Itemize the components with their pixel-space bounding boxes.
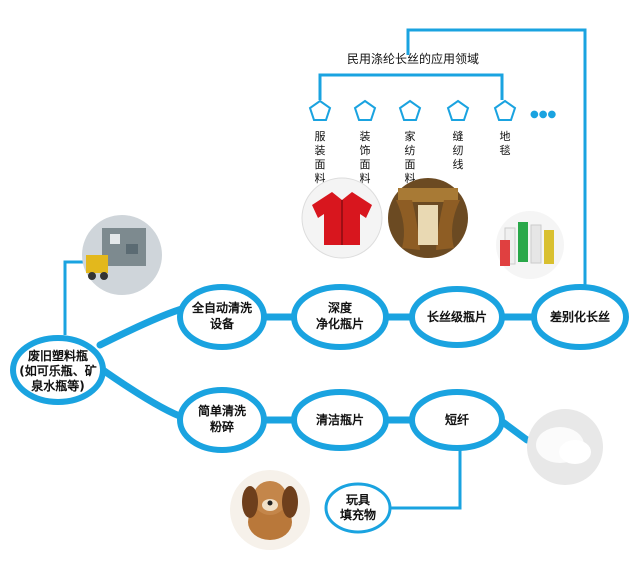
lower-node-4 — [324, 482, 392, 534]
thin-connectors — [63, 28, 587, 510]
lower-node-2 — [291, 389, 389, 451]
source-node — [10, 335, 106, 405]
lower-step4-line: 玩具 — [346, 493, 370, 507]
application-char: 纺 — [405, 143, 416, 157]
upper-step2-line: 净化瓶片 — [316, 316, 364, 331]
pentagon-icon — [398, 99, 422, 121]
application-char: 装 — [360, 130, 371, 143]
application-decor: 装 饰 面 料 — [360, 130, 371, 185]
connector-source-upper — [96, 304, 189, 349]
source-label-line: (如可乐瓶、矿 — [19, 363, 97, 378]
node-labels: 废旧塑料瓶 (如可乐瓶、矿 泉水瓶等) 全自动清洗 设备 深度 净化瓶片 长丝级… — [19, 300, 610, 522]
application-home-textile: 家 纺 面 料 — [405, 129, 416, 185]
upper-node-3 — [409, 286, 505, 348]
application-sewing-thread: 缝 纫 线 — [453, 129, 464, 171]
lower-step2-label: 清洁瓶片 — [316, 412, 364, 427]
upper-step3-label: 长丝级瓶片 — [427, 309, 487, 324]
application-char: 料 — [360, 171, 371, 185]
application-char: 面 — [315, 158, 326, 171]
application-char: 家 — [405, 129, 416, 143]
lower-step3-label: 短纤 — [445, 412, 469, 427]
pentagon-icon — [353, 99, 377, 121]
application-char: 地 — [500, 130, 511, 143]
lower-node-1 — [177, 387, 267, 453]
short-fiber-photo — [527, 409, 603, 485]
pentagon-icon — [493, 99, 517, 121]
application-char: 线 — [453, 157, 464, 171]
upper-node-4 — [531, 284, 629, 350]
application-char: 面 — [360, 158, 371, 171]
lower-step4-line: 填充物 — [340, 507, 376, 522]
pentagon-icon — [308, 99, 332, 121]
application-carpet: 地 毯 — [500, 130, 511, 157]
bales-forklift-photo — [82, 215, 162, 295]
process-nodes — [10, 284, 629, 453]
application-char: 服 — [315, 130, 326, 143]
application-char: 料 — [405, 171, 416, 185]
upper-step4-label: 差别化长丝 — [549, 309, 610, 324]
application-bracket — [318, 73, 504, 100]
application-markers — [308, 99, 517, 121]
application-char: 饰 — [360, 143, 371, 157]
application-title: 民用涤纶长丝的应用领域 — [347, 51, 479, 66]
lower-step1-line: 粉碎 — [210, 419, 234, 434]
application-char: 料 — [315, 171, 326, 185]
upper-step1-line: 设备 — [210, 316, 235, 331]
pentagon-icon — [446, 99, 470, 121]
upper-node-1 — [177, 284, 267, 350]
jacket-photo — [301, 177, 383, 259]
thread-spools-photo — [496, 211, 564, 279]
connector-to-toys — [390, 450, 462, 510]
plush-dog-photo — [230, 470, 310, 550]
lower-step1-line: 简单清洗 — [198, 403, 246, 418]
application-char: 纫 — [453, 144, 464, 157]
application-labels: 服 装 面 料 装 饰 面 料 家 纺 面 料 缝 纫 线 地 毯 — [315, 129, 511, 185]
application-char: 装 — [315, 144, 326, 157]
application-char: 毯 — [500, 143, 511, 157]
connector-to-bales-photo — [63, 260, 85, 335]
curtain-photo — [388, 178, 468, 258]
source-label-line: 泉水瓶等) — [31, 378, 85, 393]
more-indicator: ●●● — [530, 109, 556, 120]
source-label-line: 废旧塑料瓶 — [28, 348, 88, 363]
lower-node-3 — [409, 389, 505, 451]
upper-node-2 — [291, 284, 389, 350]
connector-source-lower — [96, 364, 189, 422]
connector-to-applications — [406, 28, 587, 292]
application-char: 面 — [405, 158, 416, 171]
upper-step1-line: 全自动清洗 — [191, 300, 252, 315]
upper-step2-line: 深度 — [328, 300, 353, 315]
application-garment: 服 装 面 料 — [315, 130, 326, 185]
application-char: 缝 — [453, 129, 464, 143]
